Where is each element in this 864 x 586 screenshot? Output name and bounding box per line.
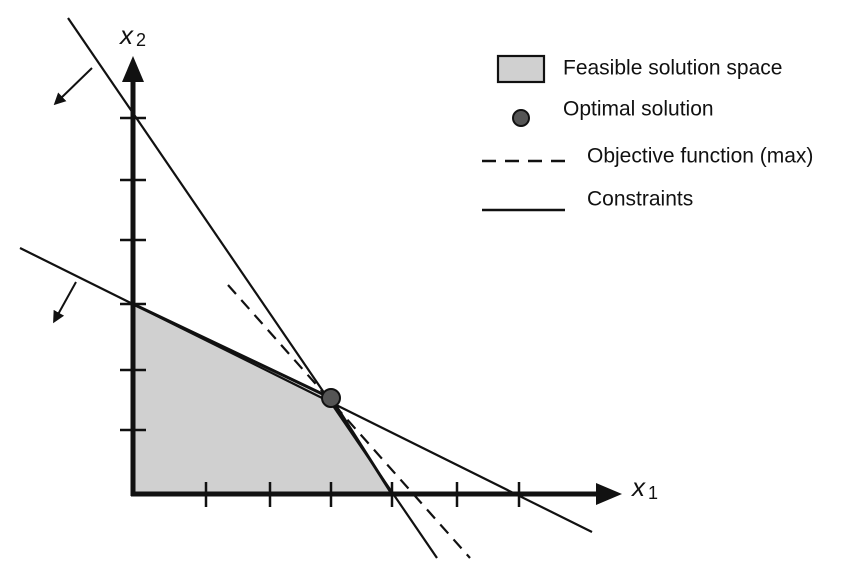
legend-feasible-swatch <box>496 54 546 84</box>
y-axis-ticks <box>120 116 146 432</box>
legend-objective-label: Objective function (max) <box>587 145 813 168</box>
objective-function-line <box>227 284 471 559</box>
legend-feasible-label: Feasible solution space <box>563 57 782 80</box>
feasible-region <box>131 301 395 496</box>
y-axis-arrowhead <box>122 56 144 82</box>
optimal-solution-point <box>321 388 341 408</box>
x-axis-ticks <box>204 482 521 507</box>
constraint-line-2 <box>19 247 593 533</box>
legend: Feasible solution space Optimal solution… <box>482 54 813 212</box>
legend-optimal-marker <box>512 109 530 127</box>
constraint-line-1 <box>67 17 438 559</box>
legend-constraints-label: Constraints <box>587 188 693 211</box>
constraint-1-direction-arrow <box>53 67 93 106</box>
legend-optimal-label: Optimal solution <box>563 98 714 121</box>
x-axis-arrowhead <box>596 483 622 505</box>
constraint-2-direction-arrow <box>53 281 77 324</box>
